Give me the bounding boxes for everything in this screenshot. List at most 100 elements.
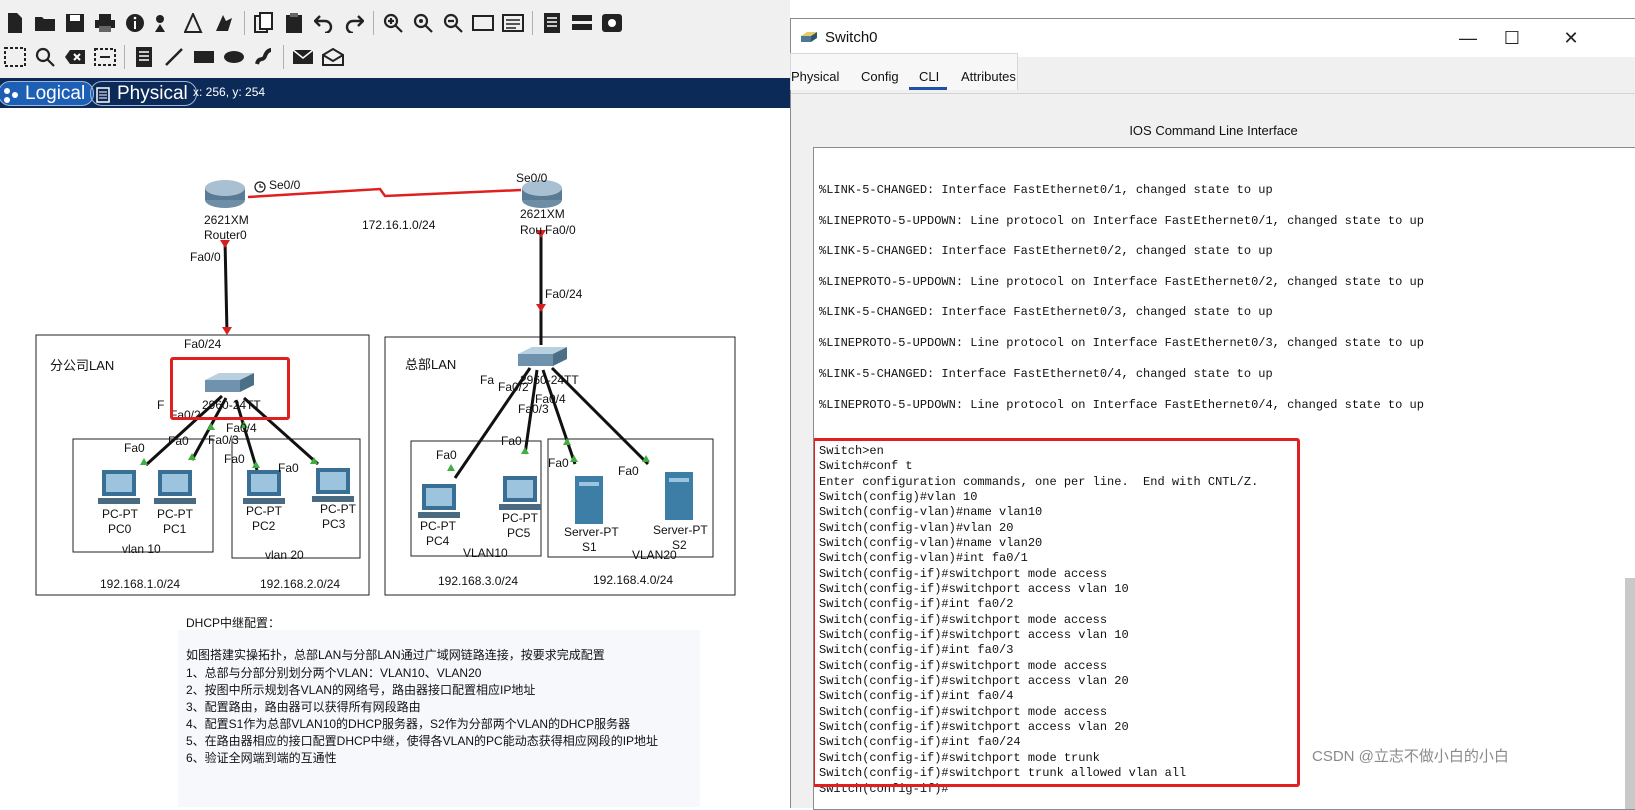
pc1-port-label: Fa0 bbox=[168, 434, 189, 448]
toolbar-row-2 bbox=[0, 40, 348, 74]
save-icon[interactable] bbox=[62, 10, 88, 36]
open-folder-icon[interactable] bbox=[32, 10, 58, 36]
tab-physical-device[interactable]: Physical bbox=[791, 69, 840, 84]
hq-switch-uplink-label: Fa0/24 bbox=[545, 287, 583, 301]
close-button[interactable]: ✕ bbox=[1563, 28, 1579, 48]
server-s2-type-label: Server-PT bbox=[653, 523, 708, 537]
router1-icon bbox=[522, 180, 562, 208]
cli-command-line: Switch(config-if)#switchport access vlan… bbox=[819, 720, 1129, 734]
branch-switch-uplink-label: Fa0/24 bbox=[184, 337, 222, 351]
toolbar-row-1 bbox=[0, 6, 627, 40]
hq-switch-port1-label: Fa bbox=[480, 373, 495, 387]
cli-scrollbar-thumb[interactable] bbox=[1625, 578, 1635, 809]
delete-icon[interactable] bbox=[62, 44, 88, 70]
activity-wizard-icon[interactable] bbox=[182, 10, 208, 36]
router1-serial-label: Se0/0 bbox=[516, 171, 548, 185]
workspace-tab-bar: Logical Physical x: 256, y: 254 bbox=[0, 78, 790, 108]
zoom-reset-icon[interactable] bbox=[410, 10, 436, 36]
cli-command-line: Switch(config-vlan)#vlan 20 bbox=[819, 521, 1014, 535]
cli-command-line: Switch(config-if)#switchport mode access bbox=[819, 705, 1108, 719]
tab-cli[interactable]: CLI bbox=[919, 69, 940, 84]
pc4-port-label: Fa0 bbox=[436, 448, 457, 462]
tab-config[interactable]: Config bbox=[861, 69, 899, 84]
pc5-port-label: Fa0 bbox=[501, 434, 522, 448]
pc2-port-label: Fa0 bbox=[224, 452, 245, 466]
topology-links bbox=[35, 180, 736, 596]
watermark: CSDN @立志不做小白的小白 bbox=[1312, 748, 1509, 765]
hq-switch-port2-label: Fa0/2 bbox=[498, 380, 529, 394]
paste-icon[interactable] bbox=[281, 10, 307, 36]
cli-command-line: Switch(config-if)#switchport access vlan… bbox=[819, 628, 1129, 642]
cli-log-line: %LINEPROTO-5-UPDOWN: Line protocol on In… bbox=[819, 214, 1424, 228]
zoom-out-icon[interactable] bbox=[440, 10, 466, 36]
info-icon[interactable] bbox=[122, 10, 148, 36]
toolbar-separator bbox=[373, 11, 374, 35]
device-template-icon[interactable] bbox=[569, 10, 595, 36]
tab-strip-bg bbox=[790, 53, 1018, 90]
pc5-type-label: PC-PT bbox=[502, 511, 538, 525]
tab-cli-active-indicator bbox=[909, 87, 947, 90]
hq-vlan20-label: VLAN20 bbox=[632, 548, 677, 562]
cli-command-line: Switch(config-if)#switchport mode trunk bbox=[819, 751, 1100, 765]
simple-pdu-icon[interactable] bbox=[290, 44, 316, 70]
switch-app-icon bbox=[799, 28, 819, 51]
note-icon[interactable] bbox=[131, 44, 157, 70]
cli-command-line: Switch(config-if)#int fa0/24 bbox=[819, 735, 1021, 749]
inspect-icon[interactable] bbox=[32, 44, 58, 70]
draw-rectangle-icon[interactable] bbox=[191, 44, 217, 70]
switch0-window: Switch0 — ☐ ✕ Physical Config CLI Attrib… bbox=[790, 18, 1635, 810]
note-line: 6、验证全网端到端的互通性 bbox=[186, 751, 337, 765]
cli-command-line: Switch(config-if)#switchport mode access bbox=[819, 659, 1108, 673]
net1-label: 192.168.1.0/24 bbox=[100, 577, 181, 591]
minimize-button[interactable]: — bbox=[1459, 28, 1477, 48]
note-line: 4、配置S1作为总部VLAN10的DHCP服务器，S2作为分部两个VLAN的DH… bbox=[186, 717, 631, 731]
redo-icon[interactable] bbox=[341, 10, 367, 36]
cli-command-line: Switch(config-vlan)#name vlan20 bbox=[819, 536, 1043, 550]
print-icon[interactable] bbox=[92, 10, 118, 36]
draw-ellipse-icon[interactable] bbox=[221, 44, 247, 70]
select-icon[interactable] bbox=[2, 44, 28, 70]
pc3-icon bbox=[312, 468, 354, 502]
physical-view-icon bbox=[96, 86, 110, 109]
vlan20-branch-box bbox=[231, 438, 361, 559]
window-title-bar[interactable]: Switch0 — ☐ ✕ bbox=[791, 19, 1635, 57]
branch-vlan10-label: vlan 10 bbox=[122, 542, 161, 556]
toolbar-separator bbox=[532, 11, 533, 35]
server-s1-icon bbox=[575, 476, 603, 524]
cluster-icon[interactable] bbox=[599, 10, 625, 36]
router0-fa-label: Fa0/0 bbox=[190, 250, 221, 264]
resize-icon[interactable] bbox=[92, 44, 118, 70]
custom-device-icon[interactable] bbox=[500, 10, 526, 36]
cli-terminal[interactable]: %LINK-5-CHANGED: Interface FastEthernet0… bbox=[813, 147, 1635, 810]
zoom-in-icon[interactable] bbox=[380, 10, 406, 36]
cli-command-line: Switch(config)#vlan 10 bbox=[819, 490, 978, 504]
copy-icon[interactable] bbox=[251, 10, 277, 36]
serial-link bbox=[247, 187, 522, 199]
pc4-icon bbox=[418, 484, 460, 518]
tab-attributes[interactable]: Attributes bbox=[961, 69, 1016, 84]
vlan20-hq-box bbox=[547, 438, 714, 558]
branch-lan-title: 分公司LAN bbox=[50, 358, 115, 373]
document-icon[interactable] bbox=[539, 10, 565, 36]
draw-line-icon[interactable] bbox=[161, 44, 187, 70]
tab-physical[interactable]: Physical bbox=[90, 81, 197, 106]
new-file-icon[interactable] bbox=[2, 10, 28, 36]
pc0-icon bbox=[98, 470, 140, 504]
freeform-icon[interactable] bbox=[251, 44, 277, 70]
complex-pdu-icon[interactable] bbox=[320, 44, 346, 70]
server-s1-type-label: Server-PT bbox=[564, 525, 619, 539]
annotation-icon[interactable] bbox=[212, 10, 238, 36]
s2-port-label: Fa0 bbox=[618, 464, 639, 478]
cursor-coordinates: x: 256, y: 254 bbox=[193, 85, 266, 99]
maximize-button[interactable]: ☐ bbox=[1503, 28, 1521, 48]
tab-divider bbox=[791, 93, 1635, 94]
palette-icon[interactable] bbox=[470, 10, 496, 36]
toolbar-separator bbox=[283, 45, 284, 69]
undo-icon[interactable] bbox=[311, 10, 337, 36]
switch-highlight-box bbox=[170, 357, 290, 420]
network-info-icon[interactable] bbox=[152, 10, 178, 36]
hq-switch-port4-label: Fa0/4 bbox=[535, 392, 566, 406]
router0-model-label: 2621XM bbox=[204, 213, 249, 227]
toolbar-separator bbox=[124, 45, 125, 69]
tab-logical[interactable]: Logical bbox=[0, 81, 95, 106]
